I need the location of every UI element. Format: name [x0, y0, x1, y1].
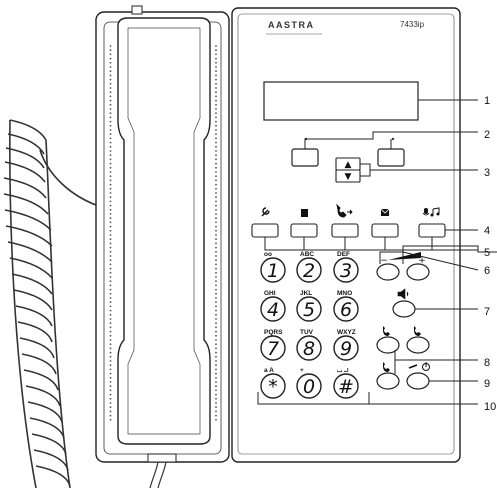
phonebook-icon: [301, 209, 308, 217]
arrow-up-icon: ▲: [345, 160, 352, 170]
key-5[interactable]: 5 JKL: [296, 290, 322, 322]
line-3-icon: [383, 362, 390, 372]
line-1-icon: [383, 326, 390, 336]
volume-down-button[interactable]: [376, 263, 400, 281]
callout-4: 4: [484, 225, 490, 237]
key-6[interactable]: 6 MNO: [333, 290, 359, 322]
key-letters: oo: [264, 251, 272, 258]
callout-3: 3: [484, 167, 490, 179]
speaker-button[interactable]: [392, 300, 416, 318]
callout-9: 9: [484, 378, 490, 390]
wrench-icon: [261, 207, 270, 217]
handset-cord-exit: [147, 453, 177, 488]
callout-labels: 1 2 3 4 5 6 7 8 9 10: [484, 95, 496, 413]
key-digit: 9: [340, 338, 352, 360]
callout-8: 8: [484, 357, 490, 369]
callout-10: 10: [484, 401, 496, 413]
model-label: 7433ip: [400, 20, 425, 29]
softkey-left[interactable]: [291, 148, 319, 167]
line-key-2[interactable]: [406, 336, 430, 354]
key-letters: a A: [264, 367, 274, 374]
key-digit: 1: [267, 260, 279, 282]
volume-up-button[interactable]: [406, 263, 430, 281]
nav-down-button[interactable]: ▼: [335, 169, 361, 183]
key-9[interactable]: 9 WXYZ: [333, 329, 359, 361]
key-3[interactable]: 3 DEF: [333, 251, 359, 283]
key-1[interactable]: 1 oo: [260, 251, 286, 283]
key-letters: ABC: [300, 251, 314, 258]
softkey-right[interactable]: [377, 148, 405, 167]
callout-1: 1: [484, 95, 490, 107]
hold-release-button[interactable]: [406, 372, 430, 390]
key-digit: 8: [303, 338, 315, 360]
callout-leaders: [304, 99, 497, 405]
line-key-1[interactable]: [376, 336, 400, 354]
key-digit: *: [268, 376, 278, 398]
key-letters: TUV: [300, 329, 314, 336]
line-key-3[interactable]: [376, 372, 400, 390]
key-7[interactable]: 7 PQRS: [260, 329, 286, 361]
function-key-message[interactable]: [371, 208, 399, 238]
hold-release-icon: [408, 362, 430, 371]
coiled-cord: [3, 119, 97, 488]
key-8[interactable]: 8 TUV: [296, 329, 322, 361]
line-2-icon: [414, 326, 421, 336]
callout-5: 5: [484, 247, 490, 259]
key-letters: JKL: [300, 290, 312, 297]
callout-6: 6: [484, 265, 490, 277]
key-letters: MNO: [337, 290, 352, 297]
key-digit: 0: [303, 376, 315, 398]
key-letters: PQRS: [264, 329, 283, 336]
key-letters: +: [300, 367, 304, 374]
mute-music-icon: [422, 207, 440, 217]
key-letters: GHI: [264, 290, 276, 297]
key-digit: 4: [267, 299, 279, 321]
key-digit: 5: [303, 299, 315, 321]
key-digit: 6: [340, 299, 352, 321]
key-0[interactable]: 0+: [296, 367, 322, 399]
key-letters: DEF: [337, 251, 350, 258]
key-4[interactable]: 4 GHI: [260, 290, 286, 322]
speaker-icon: [397, 288, 409, 300]
key-digit: 3: [340, 260, 352, 282]
key-digit: #: [338, 376, 354, 398]
nav-up-button[interactable]: ▲: [335, 157, 361, 171]
key-2[interactable]: 2 ABC: [296, 251, 322, 283]
function-key-mute-music[interactable]: [418, 207, 446, 238]
message-icon: [380, 208, 390, 216]
plus-icon: +: [418, 256, 426, 266]
dial-keypad: 1 oo 2 ABC 3 DEF 4 GHI 5 JKL 6 MNO 7 PQRS 8 TUV 9 WXYZ * a …: [260, 251, 359, 399]
callout-7: 7: [484, 306, 490, 318]
speaker-grille-right: [215, 45, 217, 421]
call-forward-icon: [336, 203, 353, 218]
arrow-down-icon: ▼: [345, 172, 352, 182]
speaker-grille-left: [109, 45, 112, 421]
display-screen: [263, 81, 419, 121]
brand-logo: AASTRA: [268, 20, 315, 30]
key-letters: ⌴ ↵: [337, 367, 349, 374]
callout-2: 2: [484, 129, 490, 141]
key-hash[interactable]: # ⌴ ↵: [333, 367, 359, 399]
handset[interactable]: [117, 17, 211, 445]
minus-icon: −: [380, 256, 388, 266]
key-digit: 2: [303, 260, 315, 282]
key-digit: 7: [267, 338, 279, 360]
key-letters: WXYZ: [337, 329, 356, 336]
key-star[interactable]: * a A: [260, 367, 286, 399]
